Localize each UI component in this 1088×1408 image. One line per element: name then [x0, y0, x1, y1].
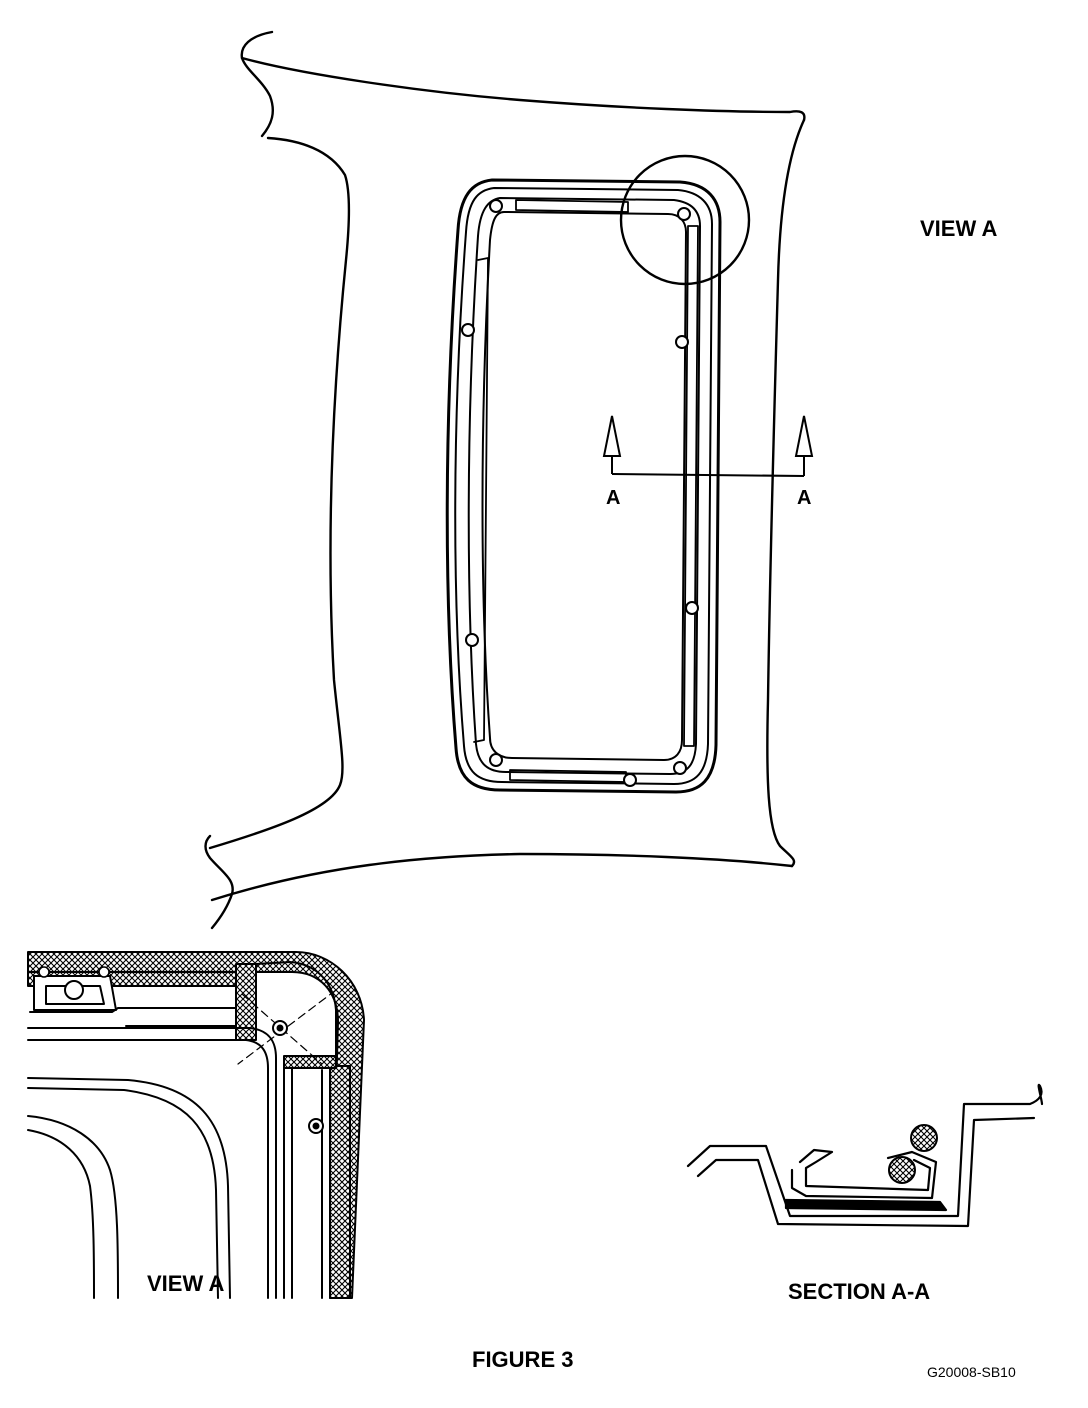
- view-a-label: VIEW A: [920, 216, 998, 241]
- drawing-code: G20008-SB10: [927, 1364, 1016, 1380]
- section-a-a-profile: [686, 1083, 1044, 1228]
- section-line: [602, 415, 814, 477]
- window-molding: [445, 178, 722, 794]
- section-marker-left: A: [606, 487, 621, 509]
- section-title: SECTION A-A: [788, 1279, 931, 1304]
- detail-fasteners: [272, 1020, 324, 1134]
- section-seals: [888, 1124, 938, 1184]
- figure-title: FIGURE 3: [472, 1347, 574, 1372]
- detail-circle: [619, 154, 751, 286]
- section-marker-right: A: [797, 487, 812, 509]
- molding-clips: [461, 199, 699, 787]
- detail-lines: [27, 961, 337, 1299]
- panel-outline: [204, 30, 806, 930]
- detail-view-label: VIEW A: [147, 1271, 225, 1296]
